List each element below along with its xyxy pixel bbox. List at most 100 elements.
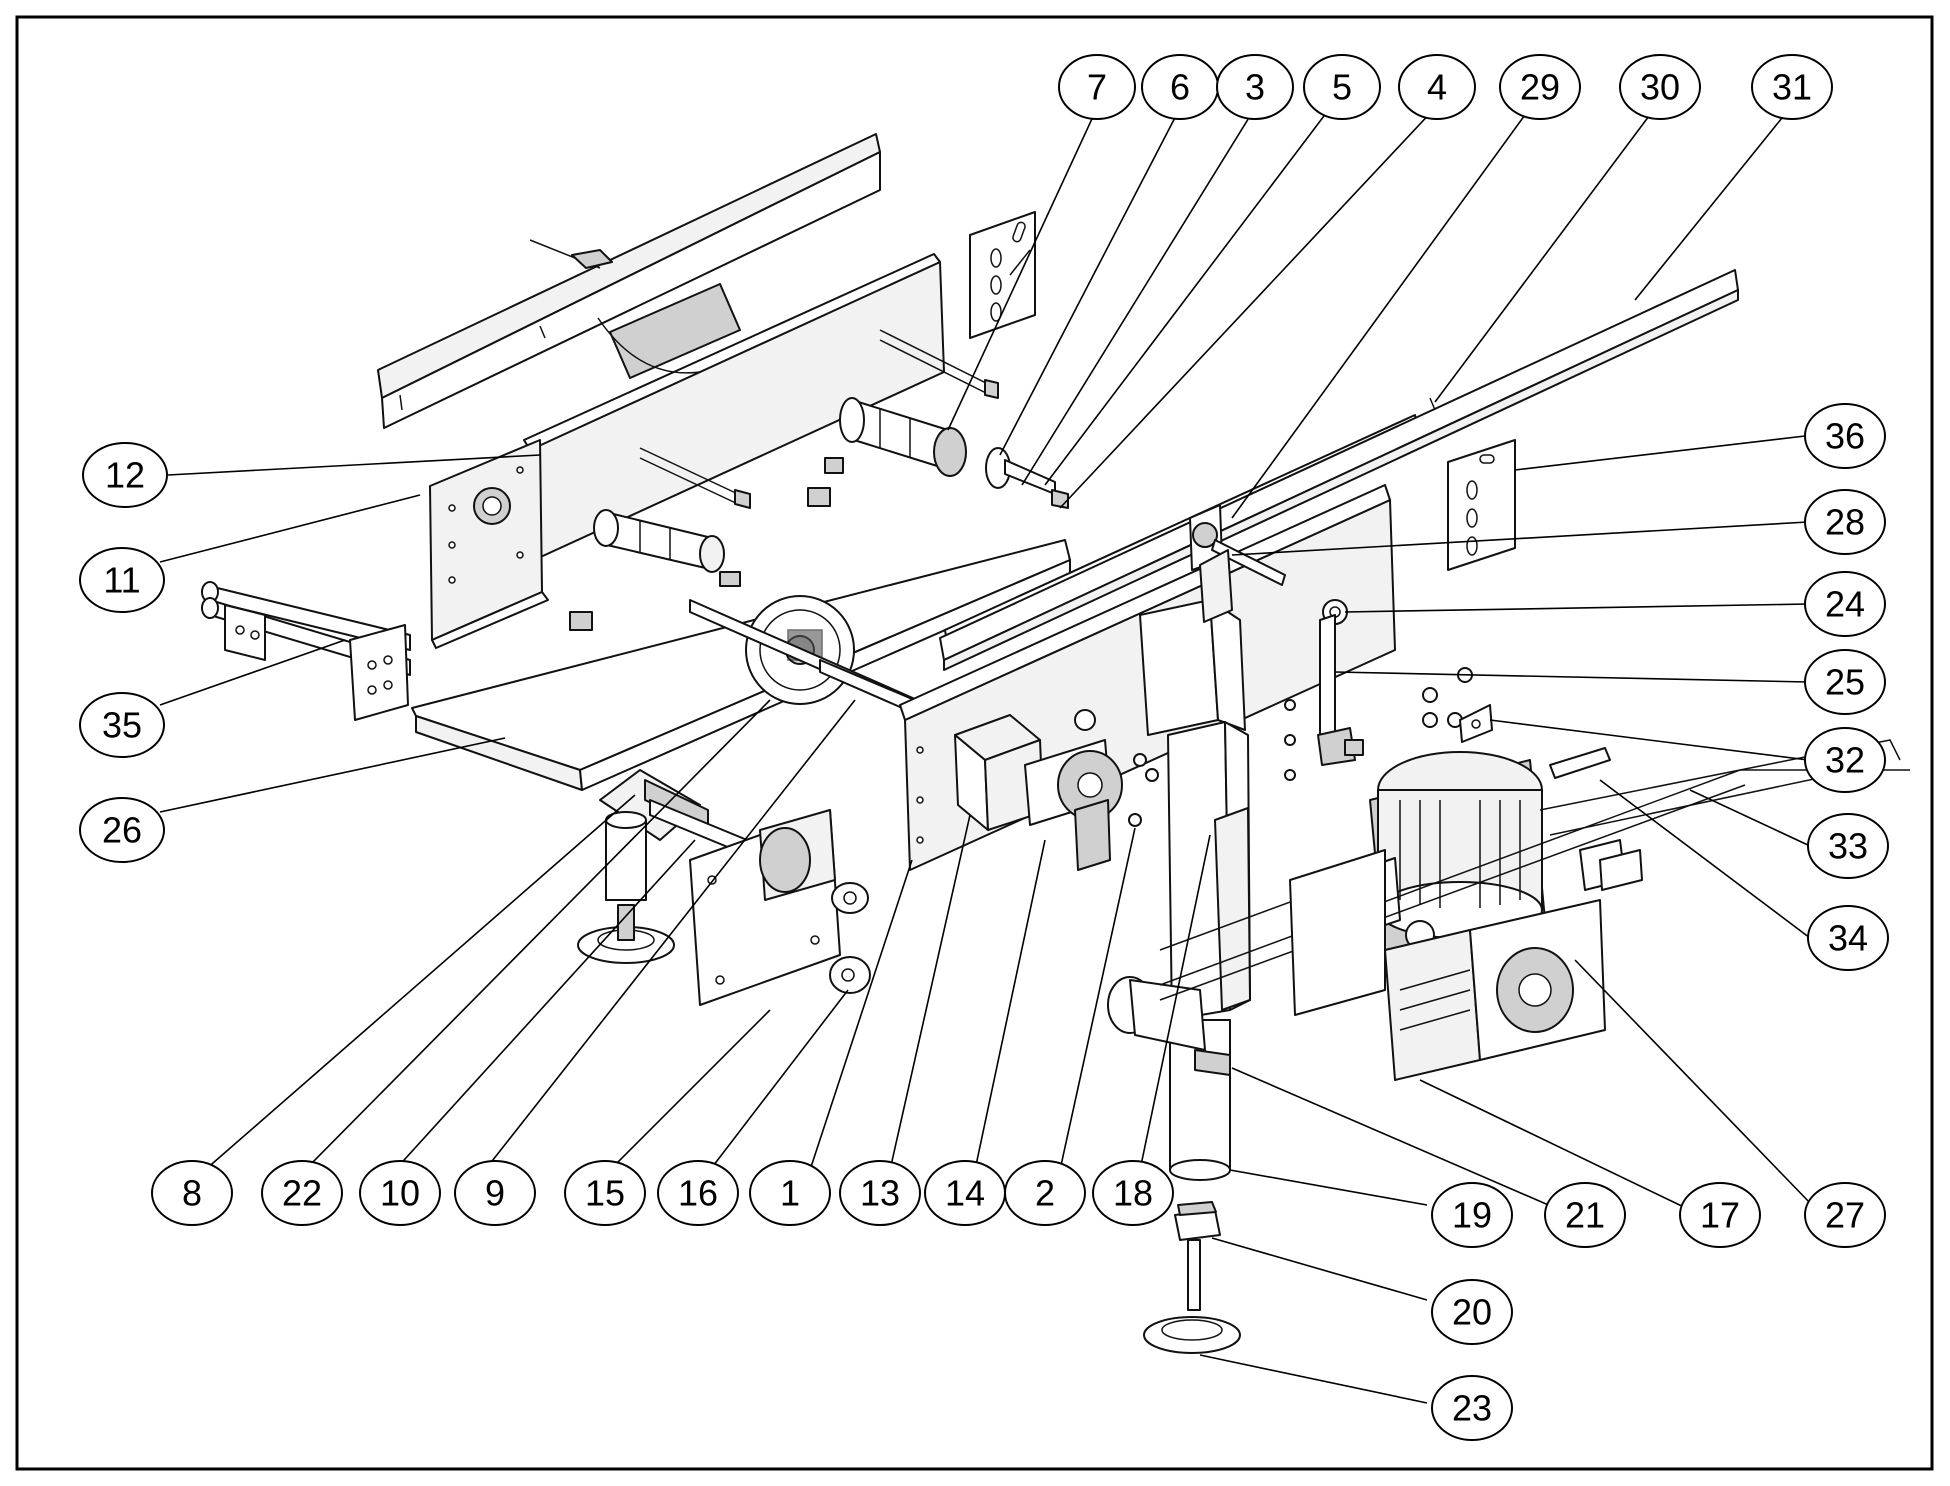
balloon-3: 3 [1216,54,1294,120]
leader-33 [1689,789,1811,847]
tail-roller [593,509,741,587]
balloon-29: 29 [1499,54,1581,120]
svg-text:13: 13 [860,1173,900,1214]
balloon-10: 10 [359,1160,441,1226]
svg-text:34: 34 [1828,918,1868,959]
balloon-34: 34 [1807,905,1889,971]
balloon-31: 31 [1751,54,1833,120]
leader-32 [1489,719,1809,761]
balloon-26: 26 [79,797,165,863]
leader-34 [1599,779,1811,939]
drawing-frame [15,15,1934,1471]
svg-text:8: 8 [182,1173,202,1214]
leader-14 [974,839,1046,1171]
svg-text:1: 1 [780,1173,800,1214]
svg-text:3: 3 [1245,67,1265,108]
leader-13 [889,814,971,1171]
svg-text:28: 28 [1825,502,1865,543]
svg-text:10: 10 [380,1173,420,1214]
leader-4 [1059,107,1436,509]
balloon-19: 19 [1431,1182,1513,1248]
rear-rail [377,133,881,429]
svg-text:18: 18 [1113,1173,1153,1214]
balloon-14: 14 [924,1160,1006,1226]
svg-text:15: 15 [585,1173,625,1214]
svg-text:26: 26 [102,810,142,851]
leader-11 [159,494,421,563]
leader-28 [1231,521,1809,556]
head-roller-shaft [839,397,1069,509]
balloon-24: 24 [1804,571,1886,637]
leader-27 [1574,959,1813,1206]
vertical-stand [1139,549,1251,1181]
leader-3 [1021,107,1256,486]
mount-bracket-36 [1447,439,1516,571]
balloon-22: 22 [261,1160,343,1226]
balloon-11: 11 [79,547,165,613]
svg-text:31: 31 [1772,67,1812,108]
balloon-15: 15 [564,1160,646,1226]
leader-10 [394,839,696,1171]
balloon-28: 28 [1804,489,1886,555]
leader-2 [1059,827,1136,1171]
leader-35 [159,639,346,706]
svg-text:36: 36 [1825,416,1865,457]
svg-text:19: 19 [1452,1195,1492,1236]
balloon-7: 7 [1058,54,1136,120]
svg-text:14: 14 [945,1173,985,1214]
leader-30 [1434,107,1656,403]
balloon-2: 2 [1004,1160,1086,1226]
chain-guide-clips [569,457,1364,756]
svg-text:21: 21 [1565,1195,1605,1236]
svg-text:16: 16 [678,1173,718,1214]
svg-text:9: 9 [485,1173,505,1214]
svg-text:23: 23 [1452,1388,1492,1429]
balloon-23: 23 [1431,1375,1513,1441]
svg-text:2: 2 [1035,1173,1055,1214]
svg-text:12: 12 [105,455,145,496]
svg-text:4: 4 [1427,67,1447,108]
leader-17 [1419,1079,1691,1211]
leader-7 [947,107,1098,431]
leader-24 [1344,603,1809,613]
svg-text:17: 17 [1700,1195,1740,1236]
leader-25 [1334,671,1809,683]
leader-15 [609,1009,771,1171]
balloon-32: 32 [1804,727,1886,793]
leader-26 [159,737,506,813]
bushings [829,882,871,994]
mount-bracket-7 [969,211,1036,339]
gear-plate [689,809,841,1006]
leader-8 [204,794,636,1171]
balloon-35: 35 [79,692,165,758]
svg-text:7: 7 [1087,67,1107,108]
leader-12 [167,454,541,476]
leader-6 [999,107,1181,456]
leader-19 [1229,1169,1428,1206]
balloon-13: 13 [839,1160,921,1226]
leader-23 [1199,1354,1428,1404]
svg-text:22: 22 [282,1173,322,1214]
front-rail [939,269,1739,671]
bolts [1128,753,1159,827]
guide-roller-assembly [201,581,411,721]
tension-rod [529,239,613,269]
balloon-1: 1 [749,1160,831,1226]
balloon-33: 33 [1807,813,1889,879]
balloon-16: 16 [657,1160,739,1226]
leader-29 [1231,107,1531,519]
leader-20 [1211,1237,1428,1301]
leveling-foot [1143,1201,1241,1354]
leader-lines [159,107,1813,1404]
parts-drawing [201,133,1910,1354]
svg-text:27: 27 [1825,1195,1865,1236]
svg-text:20: 20 [1452,1292,1492,1333]
side-rods [1317,599,1356,766]
belt-tensioner [1189,504,1286,586]
balloon-21: 21 [1544,1182,1626,1248]
svg-text:11: 11 [103,560,140,601]
balloon-27: 27 [1804,1182,1886,1248]
leader-16 [709,989,849,1171]
balloon-9: 9 [454,1160,536,1226]
